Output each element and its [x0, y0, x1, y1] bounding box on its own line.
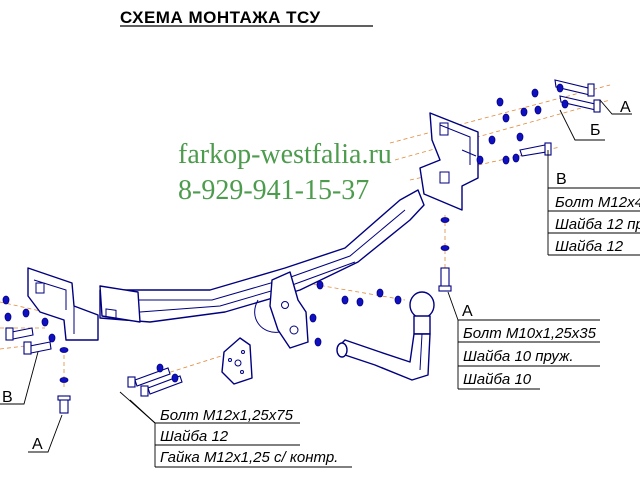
crossbar	[99, 189, 425, 323]
label-right-b: Б	[590, 122, 601, 139]
right-upper-line-3: Шайба 12	[555, 238, 624, 255]
right-bracket	[419, 112, 479, 211]
bottom-line-3: Гайка М12х1,25 с/ контр.	[160, 449, 338, 466]
label-middle-a: А	[462, 303, 473, 320]
middle-line-2: Шайба 10 пруж.	[463, 348, 574, 365]
middle-line-3: Шайба 10	[463, 371, 532, 388]
right-fasteners	[476, 79, 601, 165]
callout-middle: А Болт М10х1,25х35 Шайба 10 пруж. Шайба …	[447, 291, 600, 390]
middle-line-1: Болт М10х1,25х35	[463, 325, 597, 342]
diagram-title: СХЕМА МОНТАЖА ТСУ	[120, 8, 321, 27]
bottom-line-1: Болт М12х1,25х75	[160, 407, 294, 424]
center-vertical-bolt	[438, 217, 452, 292]
right-upper-line-2: Шайба 12 пр	[555, 216, 640, 233]
callout-left: В А	[0, 351, 63, 453]
callout-bottom: Болт М12х1,25х75 Шайба 12 Гайка М12х1,25…	[119, 391, 352, 468]
label-left-a: А	[32, 436, 43, 453]
bottom-fasteners	[127, 363, 183, 397]
left-bracket	[27, 267, 99, 341]
label-right-a: А	[620, 99, 631, 116]
middle-fasteners	[309, 280, 402, 347]
bottom-line-2: Шайба 12	[160, 428, 229, 445]
right-upper-line-1: Болт М12х4	[555, 194, 640, 211]
callout-right-upper: А Б В Болт М12х4 Шайба 12 пр Шайба 12	[547, 99, 640, 256]
watermark-phone: 8-929-941-15-37	[178, 175, 369, 206]
assembly-guides	[0, 84, 611, 390]
left-fasteners	[2, 295, 71, 414]
watermark-site: farkop-westfalia.ru	[178, 139, 392, 170]
label-right-v: В	[556, 171, 567, 188]
tow-ball	[336, 291, 435, 381]
socket-plate	[221, 337, 253, 385]
center-bracket	[254, 271, 309, 349]
label-left-v: В	[2, 389, 13, 406]
